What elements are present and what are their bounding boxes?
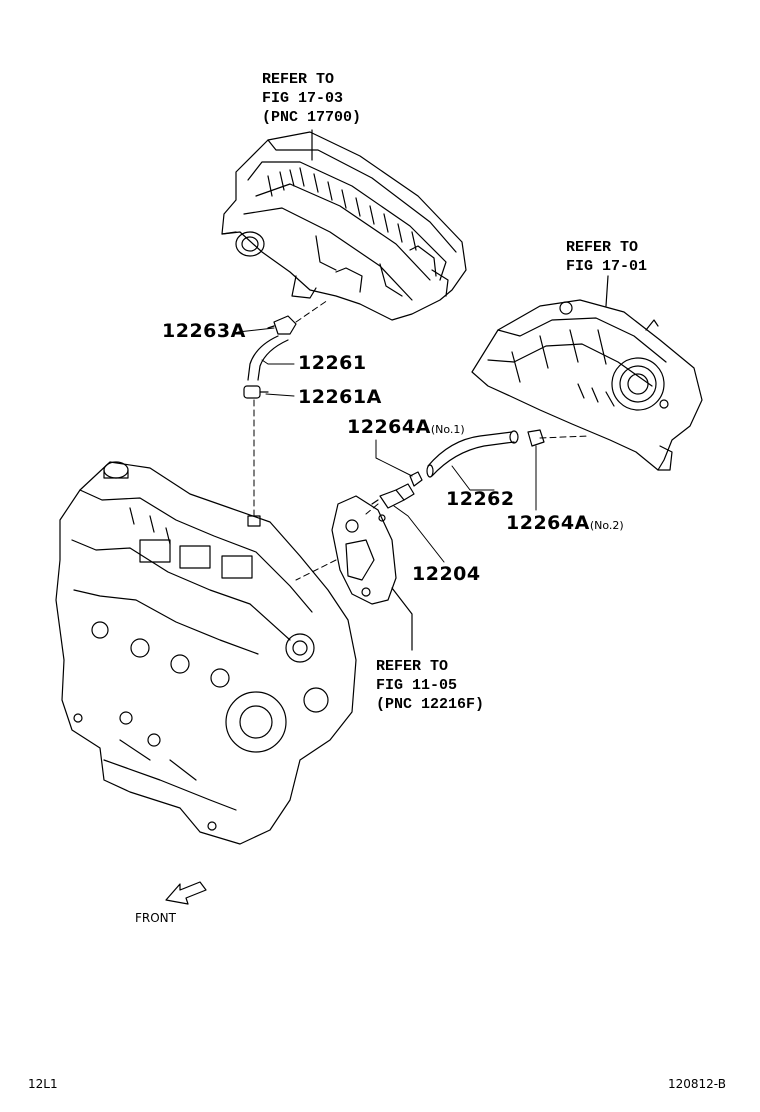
hose-12261-drawing (247, 335, 289, 381)
ref-head-cover-line2: FIG 11-05 (376, 677, 458, 694)
part-leader-lines (237, 327, 537, 563)
part-label-12204: 12204 (412, 563, 481, 585)
part-label-12264A-no2: 12264A(No.2) (506, 514, 624, 533)
part-label-12261: 12261 (298, 352, 367, 374)
ref-air-cleaner-line2: FIG 17-03 (262, 90, 344, 107)
part-label-12261A: 12261A (298, 386, 382, 408)
clamp-12264A-no1-drawing (409, 471, 423, 487)
dashed-connection-lines (253, 299, 589, 581)
engine-assembly-drawing (55, 461, 357, 845)
footer-right-code: 120812-B (668, 1077, 726, 1091)
part-label-12263A: 12263A (162, 320, 246, 342)
part-number-12264A-no2: 12264A (506, 512, 590, 534)
part-number-12264A-no1: 12264A (347, 416, 431, 438)
leader-intake-manifold (605, 275, 609, 307)
part-note-no2: (No.2) (589, 519, 624, 532)
ref-air-cleaner-line1: REFER TO (262, 71, 335, 88)
air-cleaner-housing-drawing (221, 131, 467, 321)
ref-intake-manifold-line1: REFER TO (566, 239, 639, 256)
footer-left-code: 12L1 (28, 1077, 58, 1091)
ref-intake-manifold: REFER TO FIG 17-01 (566, 238, 647, 276)
ref-air-cleaner-line3: (PNC 17700) (262, 109, 362, 126)
head-cover-plate-drawing (331, 495, 397, 605)
front-arrow-icon (165, 881, 207, 905)
part-label-12264A-no1: 12264A(No.1) (347, 418, 465, 437)
clamp-12264A-no2-drawing (527, 429, 545, 447)
grommet-12261A-drawing (243, 385, 269, 399)
part-label-12262: 12262 (446, 488, 515, 510)
front-label: FRONT (135, 911, 176, 925)
ref-cylinder-head-cover: REFER TO FIG 11-05 (PNC 12216F) (376, 657, 484, 714)
ref-head-cover-line1: REFER TO (376, 658, 449, 675)
ref-air-cleaner: REFER TO FIG 17-03 (PNC 17700) (262, 70, 361, 127)
part-note-no1: (No.1) (430, 423, 465, 436)
intake-manifold-drawing (471, 299, 703, 471)
ref-intake-manifold-line2: FIG 17-01 (566, 258, 648, 275)
clamp-12263A-drawing (267, 315, 297, 335)
ref-head-cover-line3: (PNC 12216F) (376, 696, 485, 713)
leader-head-cover (391, 587, 413, 651)
pcv-valve-12204-drawing (371, 483, 415, 509)
hose-12262-drawing (426, 430, 519, 478)
